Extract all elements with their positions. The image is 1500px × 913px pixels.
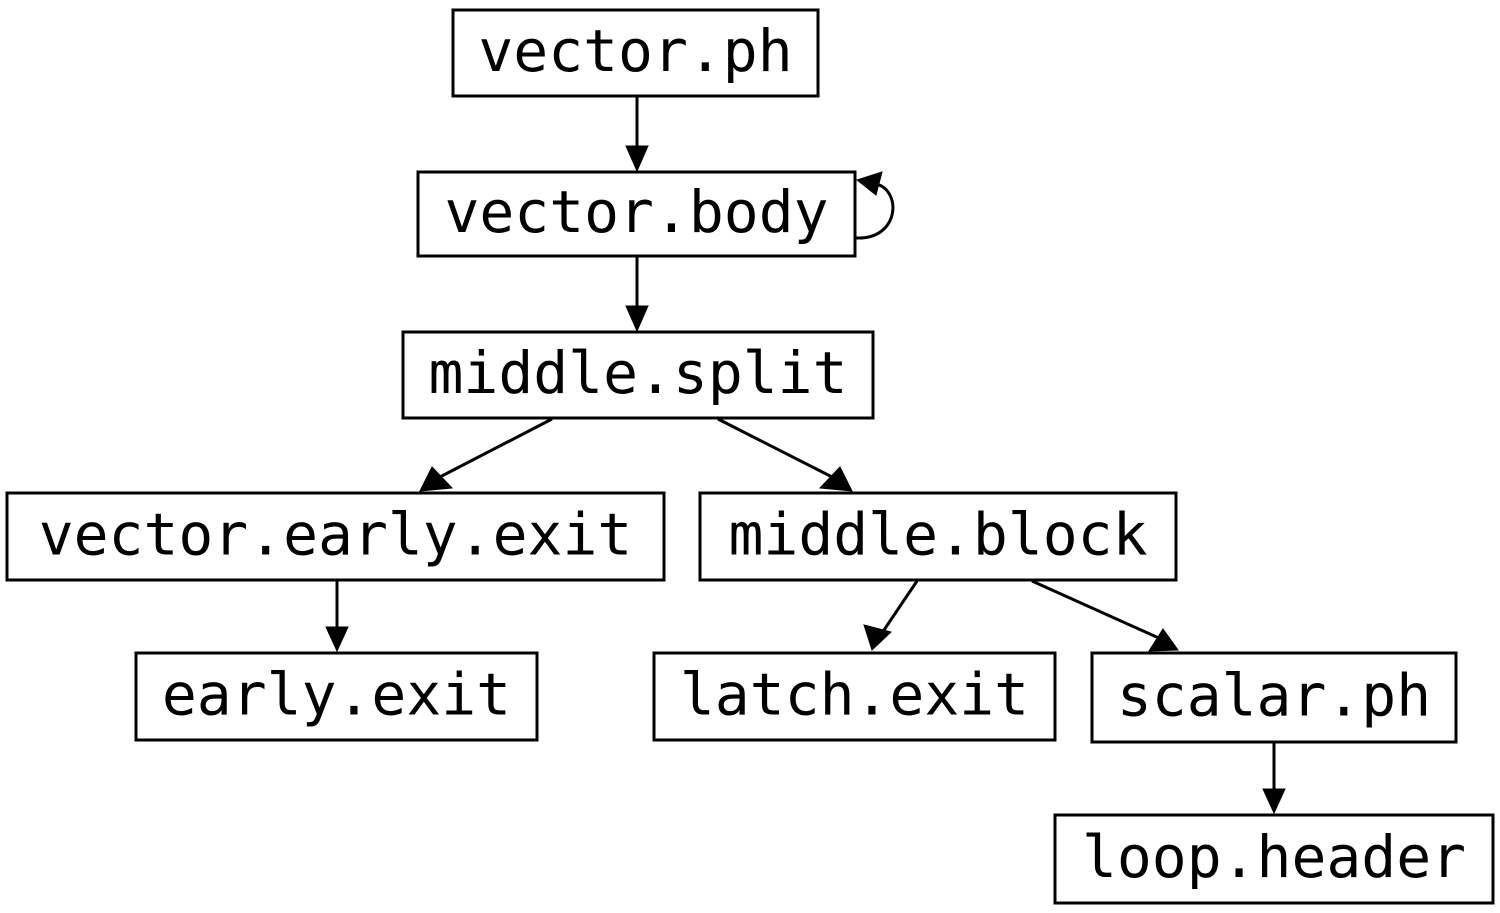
node-box[interactable]	[698, 491, 1178, 582]
node-label: vector.early.exit	[39, 501, 633, 569]
graph-node-middle-split[interactable]: middle.split	[401, 330, 875, 420]
node-box[interactable]	[401, 330, 875, 420]
graph-node-vector-body[interactable]: vector.body	[416, 170, 857, 258]
graph-node-loop-header[interactable]: loop.header	[1053, 813, 1495, 905]
node-label: middle.split	[428, 339, 847, 407]
node-label: latch.exit	[680, 661, 1029, 729]
arrowhead-icon	[325, 626, 349, 653]
edge-line	[435, 417, 553, 481]
arrowhead-icon	[1148, 628, 1179, 652]
edge-self-loop	[855, 171, 895, 240]
graph-node-vector-ph[interactable]: vector.ph	[451, 8, 820, 98]
node-box[interactable]	[652, 651, 1057, 742]
edge	[625, 97, 649, 173]
graph-node-early-exit[interactable]: early.exit	[134, 651, 539, 742]
node-box[interactable]	[1090, 651, 1458, 744]
arrowhead-icon	[625, 145, 649, 173]
edge	[625, 257, 649, 333]
arrowhead-icon	[855, 171, 883, 196]
node-box[interactable]	[134, 651, 539, 742]
node-label: loop.header	[1082, 823, 1466, 891]
edge-line	[855, 182, 895, 240]
edge-line	[880, 580, 919, 634]
edge	[1031, 579, 1179, 652]
edges-layer	[325, 97, 1286, 815]
edge	[419, 417, 553, 492]
node-box[interactable]	[416, 170, 857, 258]
graph-node-vector-early-exit[interactable]: vector.early.exit	[5, 491, 666, 582]
edge	[717, 417, 853, 492]
nodes-layer: vector.ph vector.body middle.split vector.e…	[5, 8, 1495, 905]
edge	[325, 581, 349, 653]
graph-node-latch-exit[interactable]: latch.exit	[652, 651, 1057, 742]
node-label: vector.ph	[478, 17, 792, 85]
node-label: vector.body	[444, 178, 828, 246]
edge-line	[1031, 579, 1162, 641]
arrowhead-icon	[419, 466, 454, 492]
node-box[interactable]	[451, 8, 820, 98]
graph-node-scalar-ph[interactable]: scalar.ph	[1090, 651, 1458, 744]
arrowhead-icon	[625, 305, 649, 333]
edge-line	[717, 417, 837, 481]
node-label: early.exit	[162, 661, 511, 729]
node-box[interactable]	[1053, 813, 1495, 905]
node-box[interactable]	[5, 491, 666, 582]
arrowhead-icon	[1262, 788, 1286, 815]
edge	[1262, 743, 1286, 815]
arrowhead-icon	[818, 466, 853, 492]
arrowhead-icon	[863, 624, 892, 651]
node-label: middle.block	[728, 501, 1147, 569]
graph-node-middle-block[interactable]: middle.block	[698, 491, 1178, 582]
node-label: scalar.ph	[1117, 662, 1431, 730]
edge	[863, 580, 919, 651]
